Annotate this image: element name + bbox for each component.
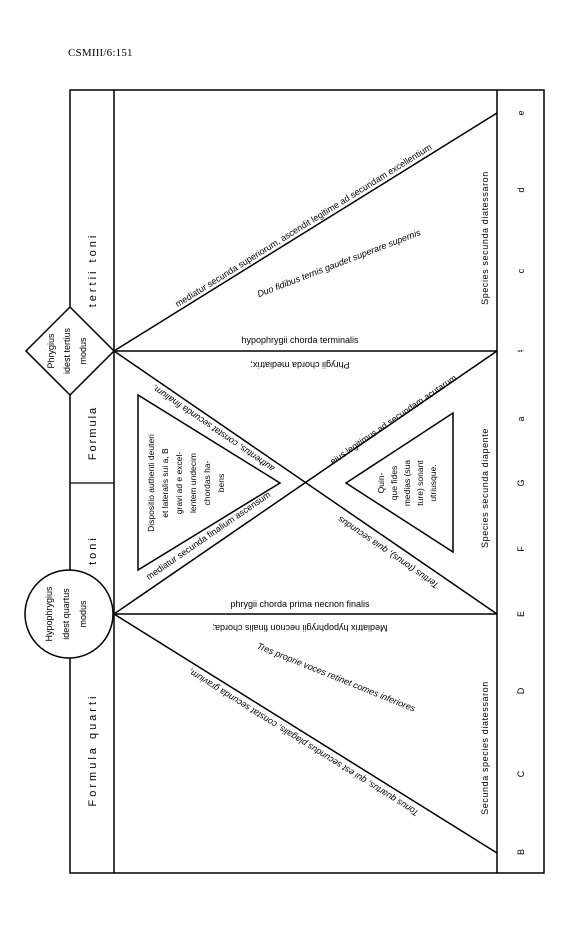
left-inner-triangle xyxy=(137,393,282,572)
svg-text:utriusque.: utriusque. xyxy=(428,464,438,501)
note-label: G xyxy=(516,479,526,486)
formula-label: Formula xyxy=(87,406,99,460)
note-label: D xyxy=(516,687,526,694)
mediatrix-hypophrygii: Mediatrix hypophrygii necnon finalis cho… xyxy=(212,623,387,633)
svg-text:idest quartus: idest quartus xyxy=(61,588,71,640)
right-inner-triangle xyxy=(344,411,454,554)
tonus-quartus-text: Tonus quartus, qui est secundus plagalis… xyxy=(186,667,420,818)
note-label: E xyxy=(516,611,526,617)
svg-text:modus: modus xyxy=(78,600,88,628)
svg-text:lentem undecim: lentem undecim xyxy=(188,453,198,513)
species-mid: Species secunda diapente xyxy=(480,428,490,548)
svg-text:ture) sonant: ture) sonant xyxy=(415,460,425,506)
svg-text:gravi ad e excel-: gravi ad e excel- xyxy=(174,452,184,515)
svg-text:Quin-: Quin- xyxy=(376,472,386,493)
svg-text:et lateralis sui a, B: et lateralis sui a, B xyxy=(160,448,170,518)
svg-text:chordas ha-: chordas ha- xyxy=(202,460,212,505)
phrygii-prima-finalis: phrygii chorda prima necnon finalis xyxy=(230,599,370,609)
note-label: c xyxy=(516,268,526,273)
outer-frame xyxy=(69,89,545,874)
dispositio-text: Dispositio authenti deuteri et lateralis… xyxy=(146,434,226,532)
phrygius-diamond xyxy=(24,305,116,397)
circle-text: Hypophrygius idest quartus modus xyxy=(44,586,88,642)
note-label: B xyxy=(516,849,526,855)
page-reference: CSMIII/6:151 xyxy=(68,47,133,59)
tres-proprie-text: Tres proprie voces retinet comes inferio… xyxy=(255,641,417,714)
svg-text:Dispositio authenti deuteri: Dispositio authenti deuteri xyxy=(146,434,156,532)
formula-quarti-label: Formula quarti xyxy=(87,694,99,807)
svg-text:que fides: que fides xyxy=(389,466,399,501)
note-label: ♮ xyxy=(516,349,527,353)
svg-text:modus: modus xyxy=(78,337,88,365)
svg-text:Phrygius: Phrygius xyxy=(46,333,56,369)
svg-text:Hypophrygius: Hypophrygius xyxy=(44,586,54,642)
hypophrygius-circle xyxy=(24,569,114,659)
top-diagonal xyxy=(113,112,498,352)
hypophrygii-terminalis: hypophrygii chorda terminalis xyxy=(241,335,359,345)
diamond-text: Phrygius idest tertius modus xyxy=(46,327,88,374)
note-label: d xyxy=(516,187,526,192)
note-label: a xyxy=(516,416,526,421)
tertii-toni-label: tertii toni xyxy=(87,233,99,308)
top-diag-upper-text: mediatur secunda superiorum, ascendit le… xyxy=(173,142,433,309)
phrygii-mediatrix: Phrygii chorda mediatrix; xyxy=(250,360,349,370)
cross-diagonal-up xyxy=(113,350,498,615)
bottom-diagonal xyxy=(113,613,498,854)
toni-label: toni xyxy=(87,535,99,565)
note-letters: B C D E F G a ♮ c d e xyxy=(516,110,527,855)
tertius-text: Tertius (tonus), quia secundus xyxy=(336,514,441,591)
note-label: e xyxy=(516,110,526,115)
quinque-text: Quin- que fides medias (sua ture) sonant… xyxy=(376,460,438,507)
species-top: Species secunda diatessaron xyxy=(480,171,490,305)
svg-text:bens: bens xyxy=(216,474,226,492)
species-bottom: Secunda species diatessaron xyxy=(480,681,490,815)
note-label: F xyxy=(516,546,526,552)
note-label: C xyxy=(516,770,526,777)
svg-text:idest tertius: idest tertius xyxy=(62,327,72,374)
svg-text:medias (sua: medias (sua xyxy=(402,460,412,507)
